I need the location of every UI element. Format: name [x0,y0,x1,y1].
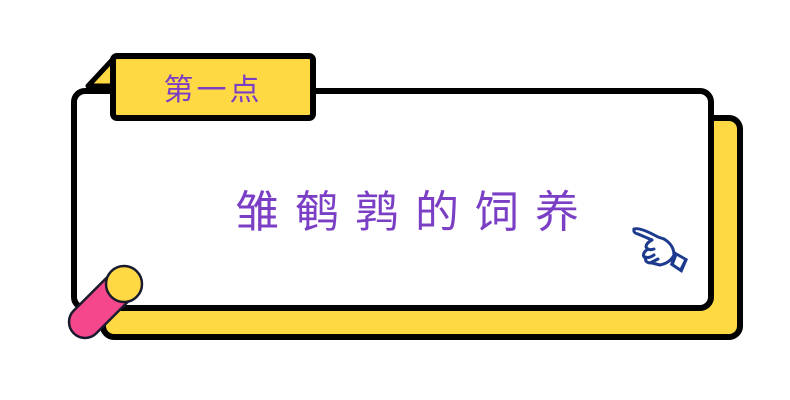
pointing-hand-icon [632,227,688,273]
section-tag-label: 第一点 [163,73,263,108]
content-card [71,88,714,311]
pill-marker-icon [67,264,144,340]
section-tag: 第一点 [110,53,316,121]
section-title: 雏鹌鹑的饲养 [235,187,595,238]
